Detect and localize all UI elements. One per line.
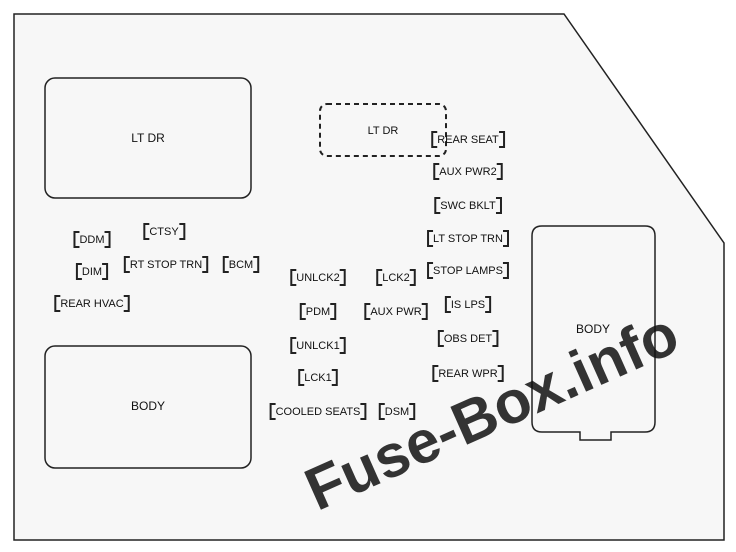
fuse-lck2: LCK2 [382, 272, 410, 284]
fuse-rear-hvac: REAR HVAC [60, 298, 123, 310]
fuse-rt-stop-trn: RT STOP TRN [130, 259, 202, 271]
fuse-ctsy: CTSY [149, 226, 179, 238]
relay-body-left [44, 345, 252, 469]
fuse-bracket [143, 223, 186, 240]
fuse-bracket [73, 231, 111, 248]
fuse-bracket [376, 269, 416, 286]
fuse-rear-wpr: REAR WPR [438, 368, 497, 380]
fuse-bracket [427, 262, 509, 279]
fuse-bracket [364, 303, 428, 320]
fuse-bracket [222, 256, 260, 273]
fuse-bracket [269, 403, 367, 420]
fuse-bracket [298, 369, 338, 386]
fuse-aux-pwr2: AUX PWR2 [439, 166, 496, 178]
fuse-is-lps: IS LPS [451, 299, 485, 311]
fuse-bracket [299, 303, 337, 320]
fuse-bracket [433, 163, 503, 180]
fuse-dim: DIM [82, 266, 102, 278]
relay-lt-dr-left-label: LT DR [131, 131, 165, 145]
fuse-bracket [54, 295, 130, 312]
fuse-dsm: DSM [385, 406, 409, 418]
fuse-unlck2: UNLCK2 [296, 272, 339, 284]
fuse-bracket [290, 269, 346, 286]
fuse-bracket-group [54, 131, 509, 420]
fuse-bracket [431, 131, 506, 148]
fuse-bracket [432, 365, 504, 382]
fuse-bracket [434, 197, 502, 214]
fuse-aux-pwr: AUX PWR [370, 306, 421, 318]
relay-body-right [531, 225, 656, 441]
fuse-bracket [123, 256, 209, 273]
fuse-ddm: DDM [79, 234, 104, 246]
fuse-unlck1: UNLCK1 [296, 340, 339, 352]
fuse-swc-bklt: SWC BKLT [440, 200, 496, 212]
fuse-pdm: PDM [306, 306, 330, 318]
fuse-bracket [378, 403, 416, 420]
relay-lt-dr-dashed-label: LT DR [368, 125, 399, 137]
fuse-bracket [75, 263, 109, 280]
relay-body-right-label: BODY [576, 322, 610, 336]
relay-lt-dr-dashed [319, 103, 447, 157]
fuse-rear-seat: REAR SEAT [437, 134, 499, 146]
fuse-bracket [444, 296, 492, 313]
fuse-bracket [427, 230, 509, 247]
fuse-bracket [290, 337, 346, 354]
fuse-bcm: BCM [229, 259, 253, 271]
fuse-stop-lamps: STOP LAMPS [433, 265, 503, 277]
fuse-lt-stop-trn: LT STOP TRN [433, 233, 503, 245]
relay-body-left-label: BODY [131, 399, 165, 413]
fuse-cooled-seats: COOLED SEATS [276, 406, 361, 418]
fuse-obs-det: OBS DET [444, 333, 493, 345]
fuse-lck1: LCK1 [304, 372, 332, 384]
relay-lt-dr-left [44, 77, 252, 199]
fuse-bracket [437, 330, 499, 347]
